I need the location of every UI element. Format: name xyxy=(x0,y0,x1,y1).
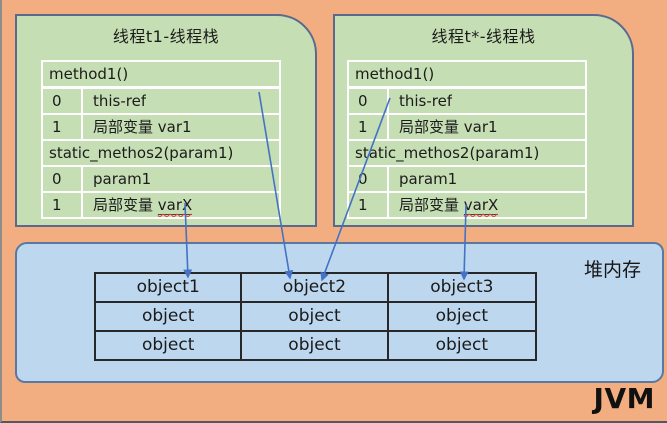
stack-slot-row: 0 param1 xyxy=(43,167,279,193)
heap-cell: object xyxy=(242,332,389,359)
slot-index: 0 xyxy=(43,167,83,191)
slot-value-varx: varX xyxy=(463,196,499,215)
stack-slot-row: 1 局部变量 varX xyxy=(43,193,279,217)
stack-slot-row: 1 局部变量 var1 xyxy=(349,115,585,141)
heap-cell: object xyxy=(388,303,535,332)
heap-cell: object1 xyxy=(96,274,243,303)
thread-tstar-title: 线程t*-线程栈 xyxy=(431,27,536,46)
slot-index: 1 xyxy=(43,115,83,139)
slot-value: 局部变量 var1 xyxy=(93,118,192,136)
thread-t1-stack-box: 线程t1-线程栈 method1() 0 this-ref 1 局部变量 var… xyxy=(15,14,317,227)
stack-slot-row: 0 this-ref xyxy=(43,89,279,115)
stack-slot-row: 1 局部变量 var1 xyxy=(43,115,279,141)
jvm-label: JVM xyxy=(593,382,655,415)
slot-value: 局部变量 varX xyxy=(83,193,193,217)
method-label: method1() xyxy=(49,65,129,83)
method-label: static_methos2(param1) xyxy=(49,144,234,162)
slot-index: 1 xyxy=(349,193,389,217)
slot-value: param1 xyxy=(399,170,458,188)
slot-value-text: 局部变量 xyxy=(93,196,158,214)
slot-index: 0 xyxy=(349,89,389,113)
thread-tstar-stack-table: method1() 0 this-ref 1 局部变量 var1 static_… xyxy=(347,60,587,219)
stack-slot-row: 0 this-ref xyxy=(349,89,585,115)
heap-memory-label: 堆内存 xyxy=(584,259,642,281)
slot-index: 1 xyxy=(43,193,83,217)
heap-cell: object xyxy=(96,303,243,332)
stack-slot-row: 0 param1 xyxy=(349,167,585,193)
thread-tstar-stack-box: 线程t*-线程栈 method1() 0 this-ref 1 局部变量 var… xyxy=(333,14,634,227)
heap-cell: object3 xyxy=(388,274,535,303)
slot-value: 局部变量 varX xyxy=(389,193,499,217)
slot-index: 0 xyxy=(349,167,389,191)
thread-t1-stack-table: method1() 0 this-ref 1 局部变量 var1 static_… xyxy=(41,60,281,219)
slot-value-varx: varX xyxy=(157,196,193,215)
heap-cell: object xyxy=(242,303,389,332)
stack-slot-row: 1 局部变量 varX xyxy=(349,193,585,217)
slot-index: 0 xyxy=(43,89,83,113)
heap-cell: object2 xyxy=(242,274,389,303)
thread-t1-title: 线程t1-线程栈 xyxy=(112,27,220,46)
heap-cell: object xyxy=(435,335,489,355)
slot-value-text: 局部变量 xyxy=(399,196,464,214)
stack-frame-method-row: static_methos2(param1) xyxy=(43,141,279,167)
method-label: static_methos2(param1) xyxy=(355,144,540,162)
heap-object-table: object1 object2 object3 object object ob… xyxy=(94,272,537,361)
slot-value: param1 xyxy=(93,170,152,188)
slot-value: this-ref xyxy=(93,92,147,110)
stack-frame-method-row: method1() xyxy=(349,62,585,89)
stack-frame-method-row: method1() xyxy=(43,62,279,89)
heap-cell: object xyxy=(96,332,243,359)
slot-value: this-ref xyxy=(399,92,453,110)
slot-value: 局部变量 var1 xyxy=(399,118,498,136)
method-label: method1() xyxy=(355,65,435,83)
slot-index: 1 xyxy=(349,115,389,139)
stack-frame-method-row: static_methos2(param1) xyxy=(349,141,585,167)
